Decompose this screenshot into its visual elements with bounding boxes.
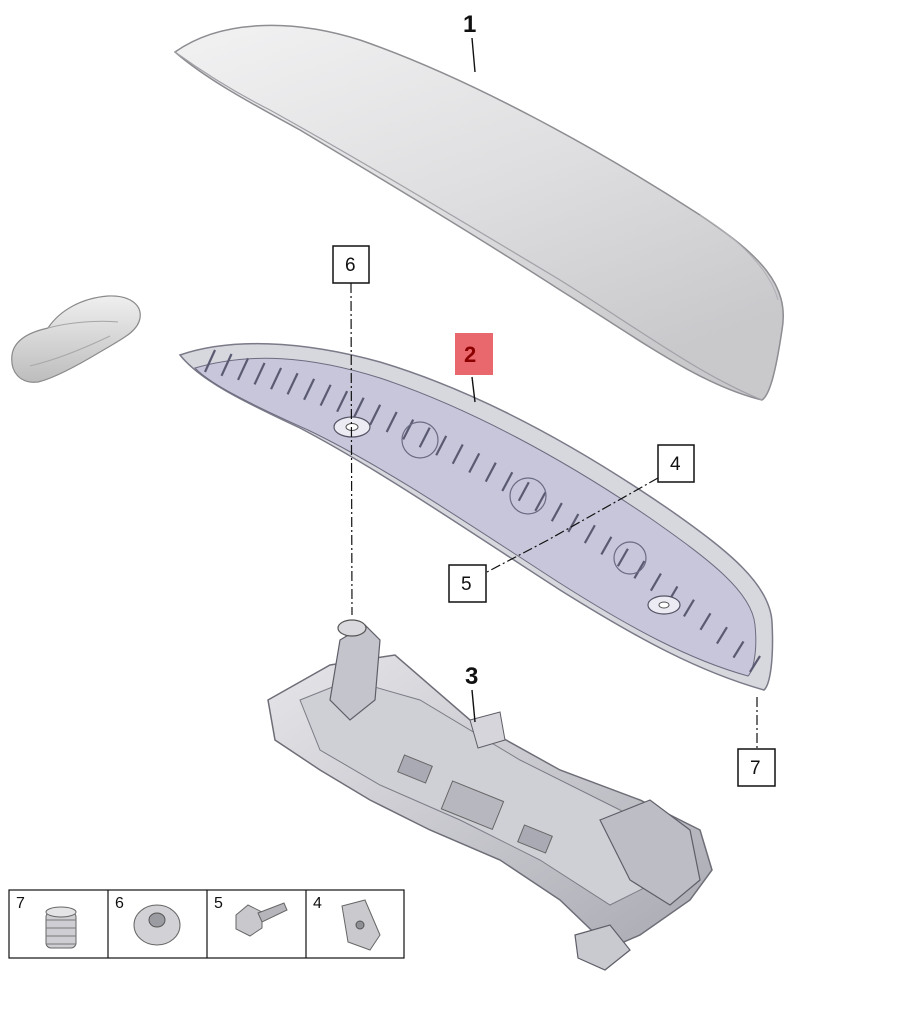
- panel-rib: [451, 443, 464, 465]
- panel-rib: [352, 397, 365, 419]
- callout-7: 7: [750, 758, 761, 779]
- callout-5: 5: [461, 574, 472, 595]
- car-thumbnail-icon: [11, 295, 141, 383]
- inner-panel-ribs: [203, 349, 761, 673]
- panel-rib: [583, 524, 596, 544]
- hardware-legend: 7 6 5 4: [8, 889, 405, 959]
- panel-rib: [319, 384, 332, 407]
- callout-5-box: 5: [448, 564, 487, 603]
- panel-rib: [517, 481, 530, 502]
- legend-number-5: 5: [214, 895, 223, 912]
- callout-4-box: 4: [657, 444, 695, 483]
- panel-rib: [385, 411, 398, 433]
- lifting-frame[interactable]: [267, 619, 713, 971]
- panel-rib: [402, 419, 415, 440]
- legend-number-7: 7: [16, 895, 25, 912]
- nut-washer-icon: [133, 904, 181, 946]
- panel-rib: [732, 640, 745, 659]
- callout-6-box: 6: [332, 245, 370, 284]
- spoiler-lid[interactable]: [173, 24, 784, 401]
- panel-rib: [303, 378, 316, 401]
- panel-rib: [749, 655, 761, 673]
- panel-rib: [567, 513, 580, 533]
- panel-rib: [716, 626, 728, 645]
- callout-4: 4: [670, 454, 681, 475]
- panel-rib: [616, 548, 629, 567]
- panel-rib: [633, 560, 646, 579]
- legend-cell-7[interactable]: 7: [16, 895, 77, 949]
- panel-rib: [253, 362, 266, 385]
- grommet-icon: [45, 906, 77, 949]
- legend-cell-4[interactable]: 4: [313, 895, 381, 951]
- panel-rib: [468, 452, 481, 474]
- panel-rib: [220, 353, 233, 377]
- callout-2: 2: [464, 342, 476, 367]
- panel-rib: [501, 471, 514, 492]
- inner-panel[interactable]: [178, 342, 774, 691]
- callout-7-box: 7: [737, 748, 776, 787]
- panel-rib: [286, 372, 299, 395]
- callout-3: 3: [465, 663, 478, 690]
- panel-rib: [534, 491, 547, 512]
- panel-rib: [682, 599, 695, 618]
- legend-number-4: 4: [313, 895, 322, 912]
- callout-6: 6: [345, 255, 356, 276]
- screw-icon: [235, 902, 288, 937]
- leader-lines: [350, 37, 758, 750]
- panel-rib: [600, 536, 613, 556]
- panel-rib: [203, 349, 217, 373]
- panel-rib: [336, 390, 349, 413]
- panel-rib: [484, 462, 497, 483]
- legend-number-6: 6: [115, 895, 124, 912]
- panel-rib: [270, 367, 283, 390]
- panel-rib: [435, 435, 448, 456]
- panel-rib: [418, 427, 431, 448]
- panel-rib: [237, 357, 250, 381]
- panel-rib: [369, 404, 382, 426]
- clip-nut-icon: [341, 899, 381, 951]
- panel-rib: [550, 502, 563, 522]
- legend-cell-6[interactable]: 6: [115, 895, 181, 946]
- callout-1: 1: [463, 11, 476, 38]
- panel-rib: [699, 612, 712, 631]
- callout-2-highlight: 2: [455, 333, 493, 375]
- legend-cell-5[interactable]: 5: [214, 895, 288, 937]
- panel-rib: [649, 573, 662, 592]
